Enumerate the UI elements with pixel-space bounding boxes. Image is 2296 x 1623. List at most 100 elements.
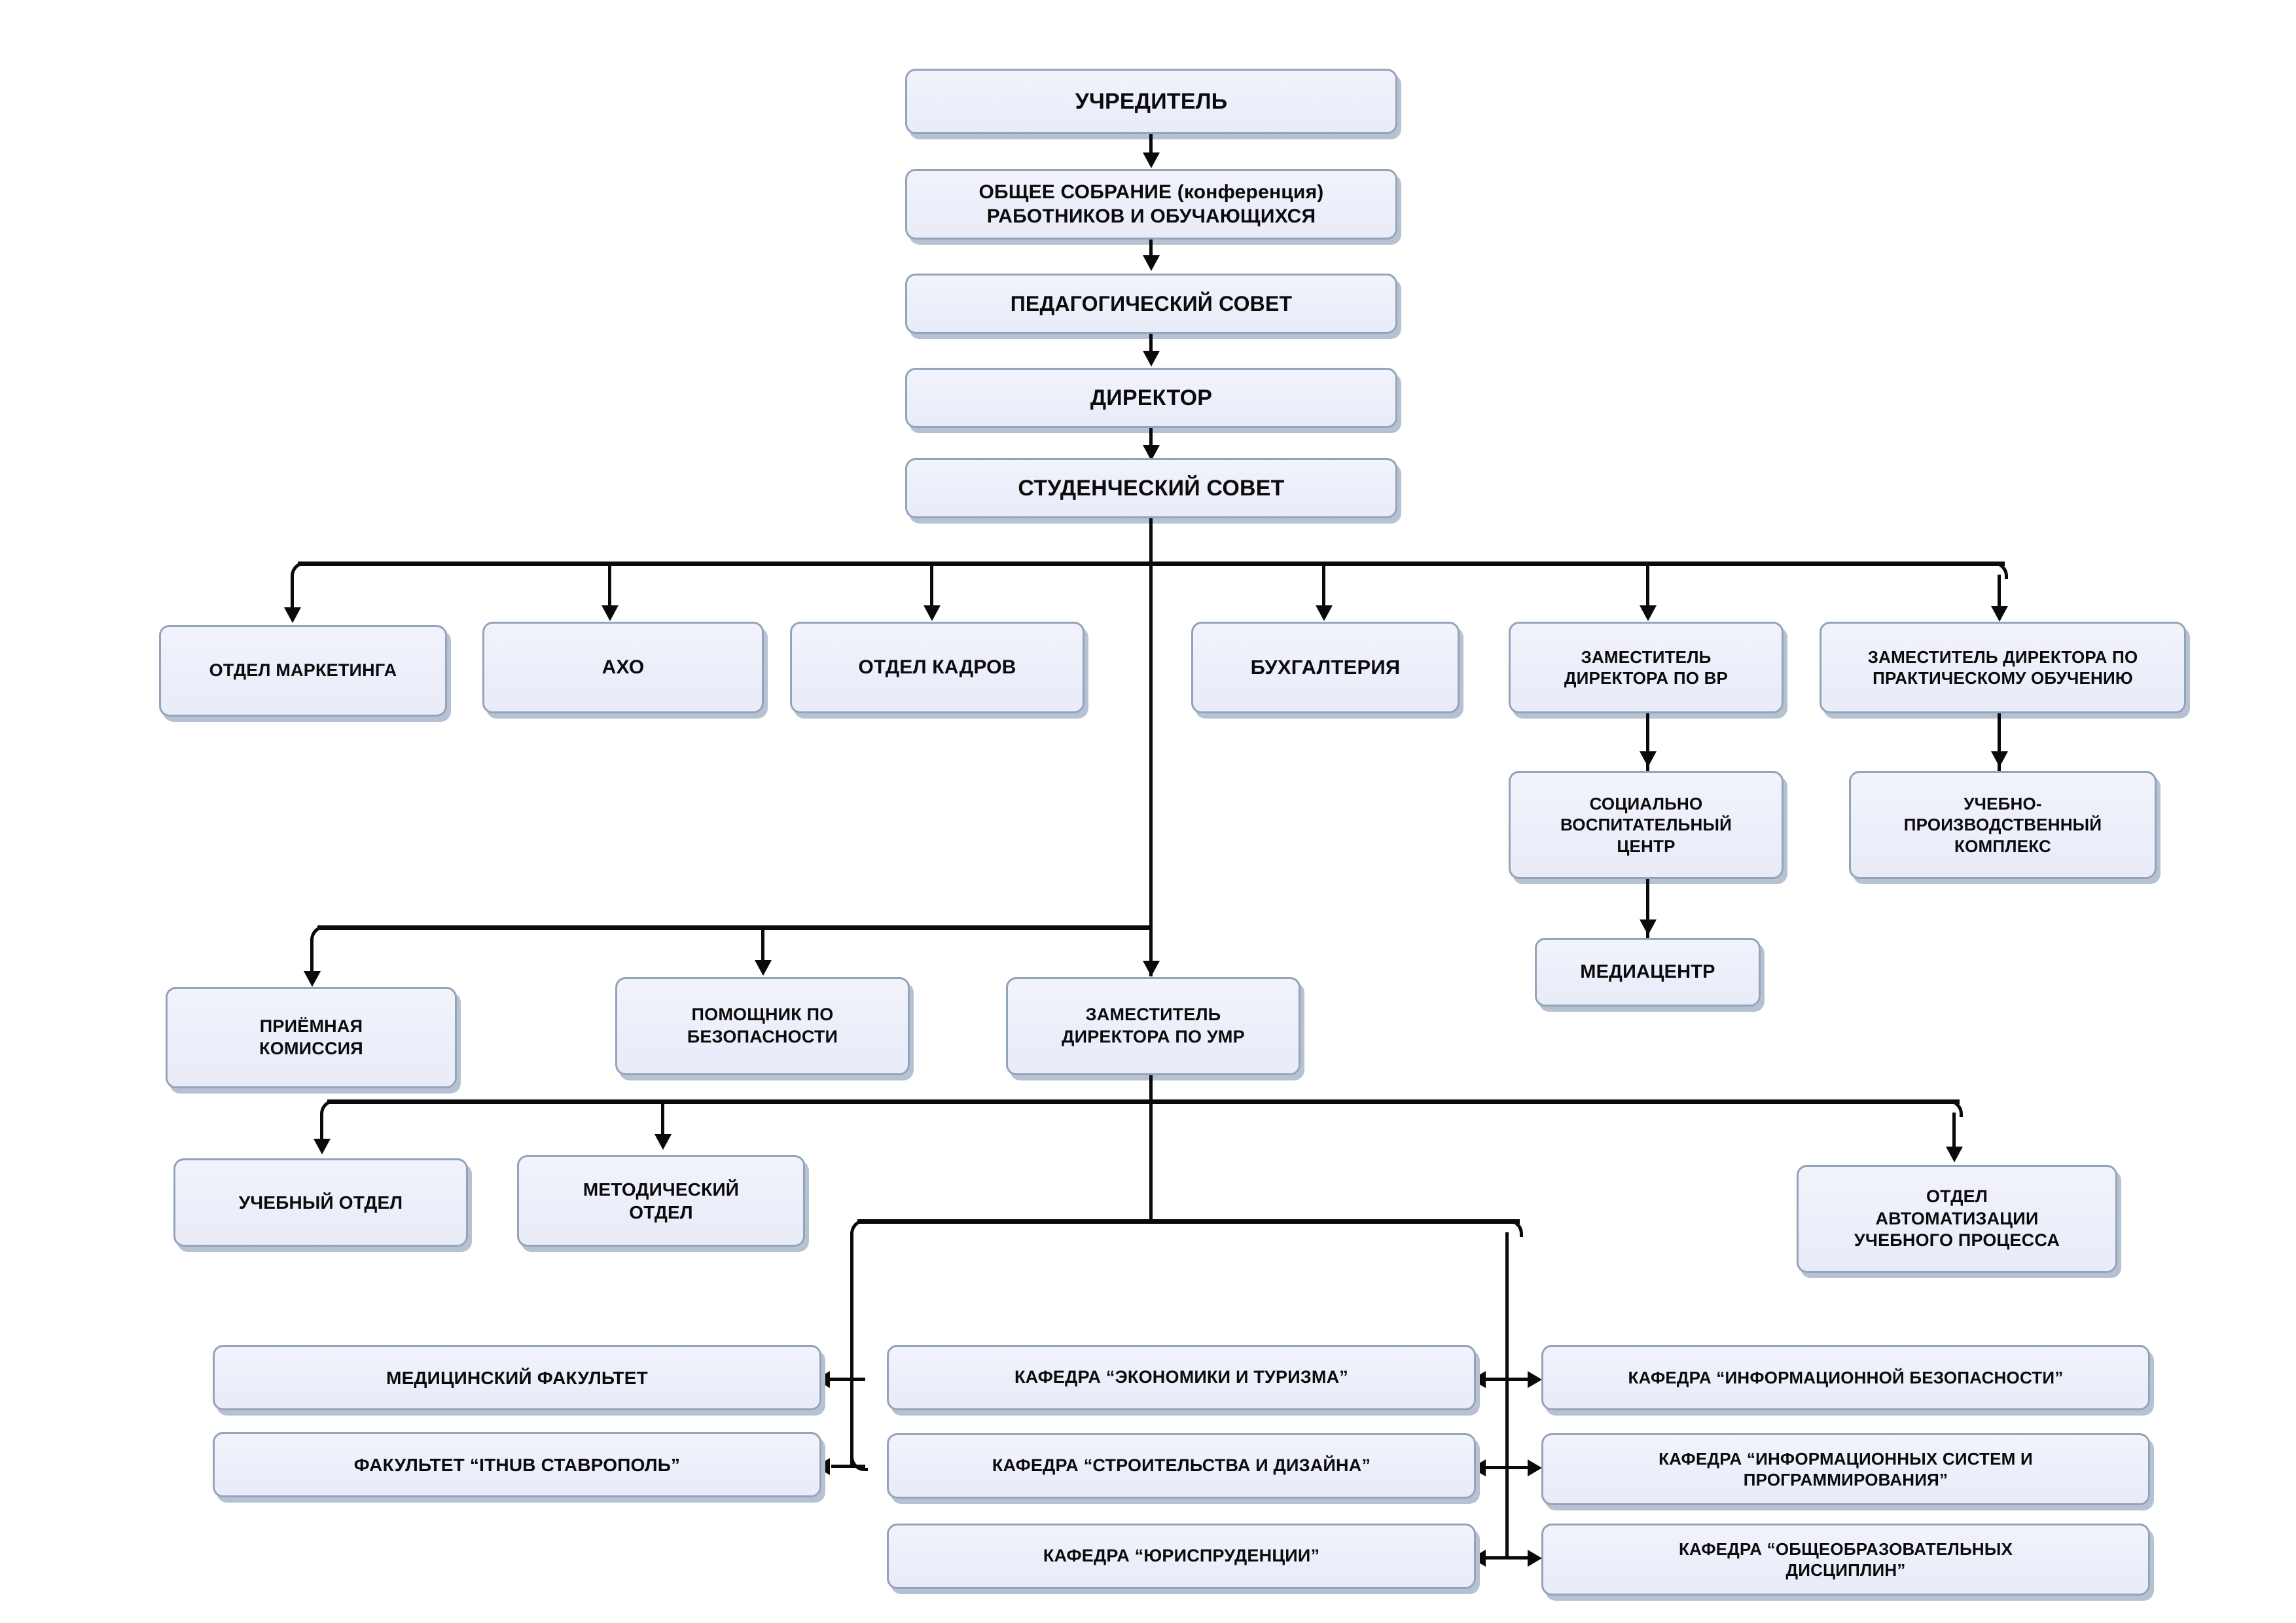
- arrowhead-down: [655, 1134, 672, 1150]
- node-ithub-faculty[interactable]: ФАКУЛЬТЕТ “ITHUB СТАВРОПОЛЬ”: [213, 1432, 821, 1497]
- node-kafedra-infosec-label: КАФЕДРА “ИНФОРМАЦИОННОЙ БЕЗОПАСНОСТИ”: [1628, 1367, 2064, 1387]
- connector-director-to-studentcouncil: [1149, 428, 1153, 453]
- arrowhead-down: [314, 1139, 331, 1154]
- connector-drop-automation: [1952, 1113, 1956, 1153]
- arrowhead-down: [1640, 751, 1657, 767]
- arrowhead-down: [1143, 351, 1160, 366]
- node-admission-committee-label-line1: ПРИЁМНАЯ: [259, 1016, 363, 1036]
- node-student-council-label: СТУДЕНЧЕСКИЙ СОВЕТ: [1018, 475, 1285, 501]
- node-director-label: ДИРЕКТОР: [1090, 385, 1213, 410]
- connector-bidir-row3: [1484, 1556, 1530, 1560]
- node-deputy-director-umr-label-line2: ДИРЕКТОРА ПО УМР: [1062, 1027, 1245, 1046]
- node-academic-department-label: УЧЕБНЫЙ ОТДЕЛ: [238, 1192, 403, 1213]
- connector-social-center-to-mediacenter: [1646, 879, 1649, 938]
- node-kafedra-economics[interactable]: КАФЕДРА “ЭКОНОМИКИ И ТУРИЗМА”: [887, 1345, 1476, 1410]
- connector-corner-right: [1505, 1219, 1523, 1237]
- node-mediacenter-label: МЕДИАЦЕНТР: [1580, 961, 1715, 983]
- node-accounting-label: БУХГАЛТЕРИЯ: [1250, 655, 1401, 679]
- arrowhead-right: [1528, 1550, 1542, 1567]
- node-deputy-director-practical[interactable]: ЗАМЕСТИТЕЛЬ ДИРЕКТОРА ПО ПРАКТИЧЕСКОМУ О…: [1820, 622, 2186, 713]
- node-director[interactable]: ДИРЕКТОР: [905, 368, 1397, 428]
- node-security-assistant[interactable]: ПОМОЩНИК ПО БЕЗОПАСНОСТИ: [615, 977, 910, 1075]
- node-akho[interactable]: АХО: [482, 622, 764, 713]
- node-student-council[interactable]: СТУДЕНЧЕСКИЙ СОВЕТ: [905, 458, 1397, 518]
- node-kafedra-general[interactable]: КАФЕДРА “ОБЩЕОБРАЗОВАТЕЛЬНЫХ ДИСЦИПЛИН”: [1541, 1524, 2150, 1596]
- connector-practical-to-complex: [1998, 713, 2001, 771]
- arrowhead-right: [1528, 1459, 1542, 1476]
- node-marketing-department[interactable]: ОТДЕЛ МАРКЕТИНГА: [159, 625, 447, 717]
- node-founder-label: УЧРЕДИТЕЛЬ: [1075, 88, 1228, 114]
- node-pedagogical-council[interactable]: ПЕДАГОГИЧЕСКИЙ СОВЕТ: [905, 274, 1397, 334]
- connector-umr-spine: [1149, 1075, 1153, 1219]
- arrowhead-down: [304, 971, 321, 987]
- connector-drop-admission: [310, 938, 314, 978]
- connector-corner-left: [320, 1099, 338, 1117]
- connector-drop-methodical: [661, 1104, 664, 1138]
- connector-corner-left: [291, 562, 308, 579]
- node-accounting[interactable]: БУХГАЛТЕРИЯ: [1191, 622, 1460, 713]
- node-security-assistant-label-line1: ПОМОЩНИК ПО: [691, 1005, 834, 1025]
- connector-drop-accounting: [1322, 566, 1325, 612]
- connector-bracket-left-foot: [831, 1465, 865, 1468]
- node-medical-faculty[interactable]: МЕДИЦИНСКИЙ ФАКУЛЬТЕТ: [213, 1345, 821, 1410]
- node-deputy-director-umr-label-line1: ЗАМЕСТИТЕЛЬ: [1085, 1005, 1221, 1025]
- node-kafedra-is-prog[interactable]: КАФЕДРА “ИНФОРМАЦИОННЫХ СИСТЕМ И ПРОГРАМ…: [1541, 1433, 2150, 1505]
- arrowhead-down: [1316, 605, 1333, 621]
- node-deputy-director-vr-label-line1: ЗАМЕСТИТЕЛЬ: [1581, 647, 1712, 667]
- node-production-complex-label-line1: УЧЕБНО-: [1964, 793, 2042, 813]
- connector-drop-marketing: [291, 575, 294, 614]
- node-admission-committee-label-line2: КОМИССИЯ: [259, 1038, 363, 1058]
- node-methodical-department-label-line1: МЕТОДИЧЕСКИЙ: [583, 1179, 740, 1200]
- arrowhead-down: [1946, 1147, 1963, 1162]
- node-hr-department[interactable]: ОТДЕЛ КАДРОВ: [790, 622, 1085, 713]
- node-kafedra-construction-label: КАФЕДРА “СТРОИТЕЛЬСТВА И ДИЗАЙНА”: [992, 1455, 1371, 1476]
- node-kafedra-law[interactable]: КАФЕДРА “ЮРИСПРУДЕНЦИИ”: [887, 1524, 1476, 1589]
- node-kafedra-construction[interactable]: КАФЕДРА “СТРОИТЕЛЬСТВА И ДИЗАЙНА”: [887, 1433, 1476, 1499]
- arrowhead-down: [1143, 152, 1160, 168]
- connector-bus-level3: [327, 1099, 1960, 1104]
- node-founder[interactable]: УЧРЕДИТЕЛЬ: [905, 69, 1397, 134]
- node-methodical-department-label-line2: ОТДЕЛ: [629, 1202, 693, 1222]
- connector-bidir-row2: [1484, 1466, 1530, 1469]
- arrowhead-down: [1143, 961, 1160, 976]
- node-deputy-director-practical-label-line2: ПРАКТИЧЕСКОМУ ОБУЧЕНИЮ: [1873, 668, 2133, 688]
- node-general-assembly-label-line2: РАБОТНИКОВ И ОБУЧАЮЩИХСЯ: [986, 205, 1316, 227]
- connector-corner-left: [310, 925, 328, 943]
- node-hr-department-label: ОТДЕЛ КАДРОВ: [858, 656, 1016, 679]
- node-ithub-faculty-label: ФАКУЛЬТЕТ “ITHUB СТАВРОПОЛЬ”: [353, 1454, 681, 1475]
- connector-corner-left: [850, 1219, 868, 1237]
- connector-assembly-to-pedcouncil: [1149, 240, 1153, 263]
- node-automation-department-label-line1: ОТДЕЛ: [1926, 1186, 1988, 1206]
- arrowhead-right: [1528, 1371, 1542, 1388]
- node-deputy-director-vr[interactable]: ЗАМЕСТИТЕЛЬ ДИРЕКТОРА ПО ВР: [1509, 622, 1784, 713]
- arrowhead-down: [1143, 255, 1160, 271]
- node-social-center-label-line1: СОЦИАЛЬНО: [1589, 793, 1703, 813]
- node-academic-department[interactable]: УЧЕБНЫЙ ОТДЕЛ: [173, 1158, 468, 1247]
- arrowhead-down: [601, 605, 619, 621]
- node-pedagogical-council-label: ПЕДАГОГИЧЕСКИЙ СОВЕТ: [1010, 292, 1293, 315]
- node-deputy-director-vr-label-line2: ДИРЕКТОРА ПО ВР: [1564, 668, 1729, 688]
- connector-corner-bottom-left: [850, 1454, 868, 1471]
- node-automation-department[interactable]: ОТДЕЛ АВТОМАТИЗАЦИИ УЧЕБНОГО ПРОЦЕССА: [1797, 1165, 2117, 1273]
- node-admission-committee[interactable]: ПРИЁМНАЯ КОМИССИЯ: [166, 987, 457, 1088]
- connector-founder-to-assembly: [1149, 134, 1153, 160]
- node-social-center[interactable]: СОЦИАЛЬНО ВОСПИТАТЕЛЬНЫЙ ЦЕНТР: [1509, 771, 1784, 879]
- connector-drop-hr: [930, 566, 933, 612]
- node-marketing-department-label: ОТДЕЛ МАРКЕТИНГА: [209, 660, 397, 681]
- node-general-assembly[interactable]: ОБЩЕЕ СОБРАНИЕ (конференция) РАБОТНИКОВ …: [905, 169, 1397, 240]
- connector-bus-level2: [317, 925, 1153, 930]
- node-kafedra-infosec[interactable]: КАФЕДРА “ИНФОРМАЦИОННОЙ БЕЗОПАСНОСТИ”: [1541, 1345, 2150, 1410]
- node-production-complex[interactable]: УЧЕБНО- ПРОИЗВОДСТВЕННЫЙ КОМПЛЕКС: [1849, 771, 2157, 879]
- arrowhead-down: [1640, 919, 1657, 935]
- node-mediacenter[interactable]: МЕДИАЦЕНТР: [1535, 938, 1761, 1007]
- arrowhead-down: [1991, 751, 2008, 767]
- node-kafedra-is-prog-label-line2: ПРОГРАММИРОВАНИЯ”: [1743, 1470, 1948, 1489]
- connector-bottom-bracket-top: [857, 1219, 1520, 1224]
- node-deputy-director-practical-label-line1: ЗАМЕСТИТЕЛЬ ДИРЕКТОРА ПО: [1867, 647, 2138, 667]
- node-deputy-director-umr[interactable]: ЗАМЕСТИТЕЛЬ ДИРЕКТОРА ПО УМР: [1006, 977, 1300, 1075]
- node-production-complex-label-line2: ПРОИЗВОДСТВЕННЫЙ: [1903, 815, 2102, 835]
- connector-drop-deputy-vr: [1646, 566, 1649, 612]
- connector-main-spine: [1149, 518, 1153, 976]
- node-methodical-department[interactable]: МЕТОДИЧЕСКИЙ ОТДЕЛ: [517, 1155, 805, 1247]
